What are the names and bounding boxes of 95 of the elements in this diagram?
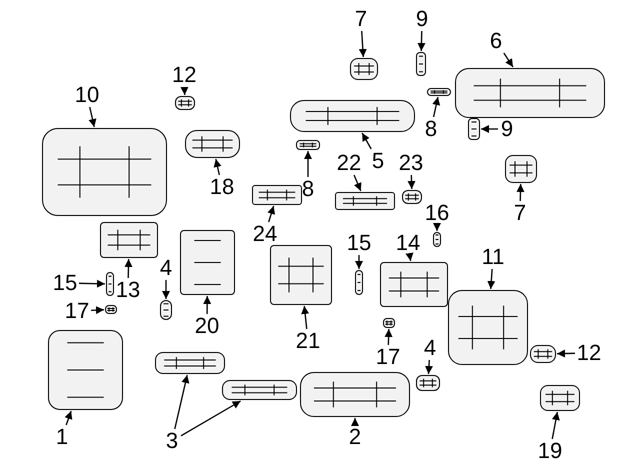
bracket-drawing: [270, 245, 332, 305]
callout-number: 9: [412, 8, 432, 30]
callout-number: 24: [252, 223, 278, 245]
gasket-drawing: [155, 352, 225, 374]
leader-line: [556, 350, 576, 358]
pipe-drawing: [300, 372, 410, 417]
catalytic-converter-drawing: [455, 68, 605, 118]
callout-number: 8: [300, 178, 316, 200]
pin-drawing: [355, 270, 363, 295]
callout-number: 8: [423, 118, 439, 140]
leader-line: [481, 125, 498, 133]
leader-line: [180, 400, 241, 436]
callout-number: 19: [537, 440, 563, 462]
bracket-drawing: [380, 262, 448, 307]
gasket-drawing: [222, 380, 297, 400]
pin-drawing: [106, 272, 114, 296]
leader-line: [88, 106, 96, 128]
bracket-drawing: [100, 222, 158, 258]
callout-number: 1: [54, 426, 70, 448]
bracket-drawing: [252, 185, 302, 205]
callout-number: 7: [510, 202, 530, 224]
leader-line: [408, 174, 416, 190]
callout-number: 4: [158, 257, 174, 279]
leader-line: [174, 374, 190, 430]
bracket-drawing: [335, 192, 395, 210]
leader-line: [432, 96, 440, 118]
callout-number: 18: [209, 176, 235, 198]
callout-number: 16: [424, 202, 450, 224]
pin-drawing: [433, 232, 441, 247]
bracket-drawing: [160, 300, 172, 320]
leader-line: [358, 30, 367, 58]
callout-number: 22: [336, 152, 362, 174]
callout-number: 2: [347, 426, 363, 448]
callout-number: 14: [395, 232, 421, 254]
leader-line: [64, 410, 72, 426]
leader-line: [267, 206, 276, 222]
leader-line: [214, 158, 222, 176]
leader-line: [355, 255, 363, 269]
leader-line: [124, 258, 132, 278]
callout-number: 20: [194, 315, 220, 337]
leader-line: [406, 252, 414, 262]
callout-number: 23: [398, 152, 424, 174]
callout-number: 15: [52, 272, 78, 294]
clamp-drawing: [350, 58, 378, 80]
pipe-drawing: [185, 130, 240, 158]
leader-line: [487, 268, 496, 290]
leader-line: [162, 280, 170, 299]
muffler-drawing: [448, 290, 528, 365]
leader-line: [362, 132, 372, 150]
callout-number: 6: [486, 30, 506, 52]
bracket-drawing: [416, 375, 440, 391]
leader-line: [304, 151, 312, 177]
clamp-drawing: [402, 190, 422, 204]
leader-line: [180, 86, 188, 96]
callout-number: 15: [346, 232, 372, 254]
sensor-drawing: [427, 88, 451, 96]
leader-line: [424, 360, 433, 374]
heat-shield-drawing: [540, 385, 580, 411]
callout-number: 3: [164, 430, 180, 452]
leader-line: [433, 223, 441, 231]
leader-line: [503, 52, 514, 68]
muffler-drawing: [42, 128, 167, 216]
bushing-drawing: [105, 305, 117, 314]
sensor-drawing: [296, 140, 320, 150]
leader-line: [353, 174, 362, 192]
leader-line: [78, 280, 106, 288]
leader-line: [384, 328, 393, 346]
leader-line: [417, 30, 426, 52]
leader-line: [351, 418, 359, 426]
callout-number: 12: [172, 64, 196, 86]
callout-number: 4: [422, 337, 438, 359]
leader-line: [552, 412, 560, 440]
sensor-drawing: [416, 52, 426, 76]
callout-number: 13: [115, 279, 141, 301]
callout-number: 17: [375, 346, 401, 368]
bushing-drawing: [383, 318, 395, 328]
catalytic-converter-drawing: [290, 100, 415, 132]
clamp-drawing: [175, 96, 195, 110]
leader-line: [203, 296, 212, 314]
sensor-drawing: [468, 118, 480, 140]
callout-number: 9: [499, 118, 515, 140]
callout-number: 17: [64, 300, 90, 322]
leader-line: [516, 184, 524, 202]
leader-line: [301, 306, 310, 330]
callout-number: 7: [350, 8, 372, 30]
manifold-drawing: [48, 330, 123, 410]
callout-number: 11: [480, 246, 506, 268]
leader-line: [90, 306, 104, 314]
clamp-drawing: [530, 345, 556, 363]
callout-number: 21: [295, 330, 321, 352]
callout-number: 12: [576, 342, 602, 364]
callout-number: 10: [74, 84, 100, 106]
clamp-drawing: [505, 155, 537, 183]
callout-number: 5: [370, 150, 386, 172]
bracket-drawing: [180, 230, 235, 295]
